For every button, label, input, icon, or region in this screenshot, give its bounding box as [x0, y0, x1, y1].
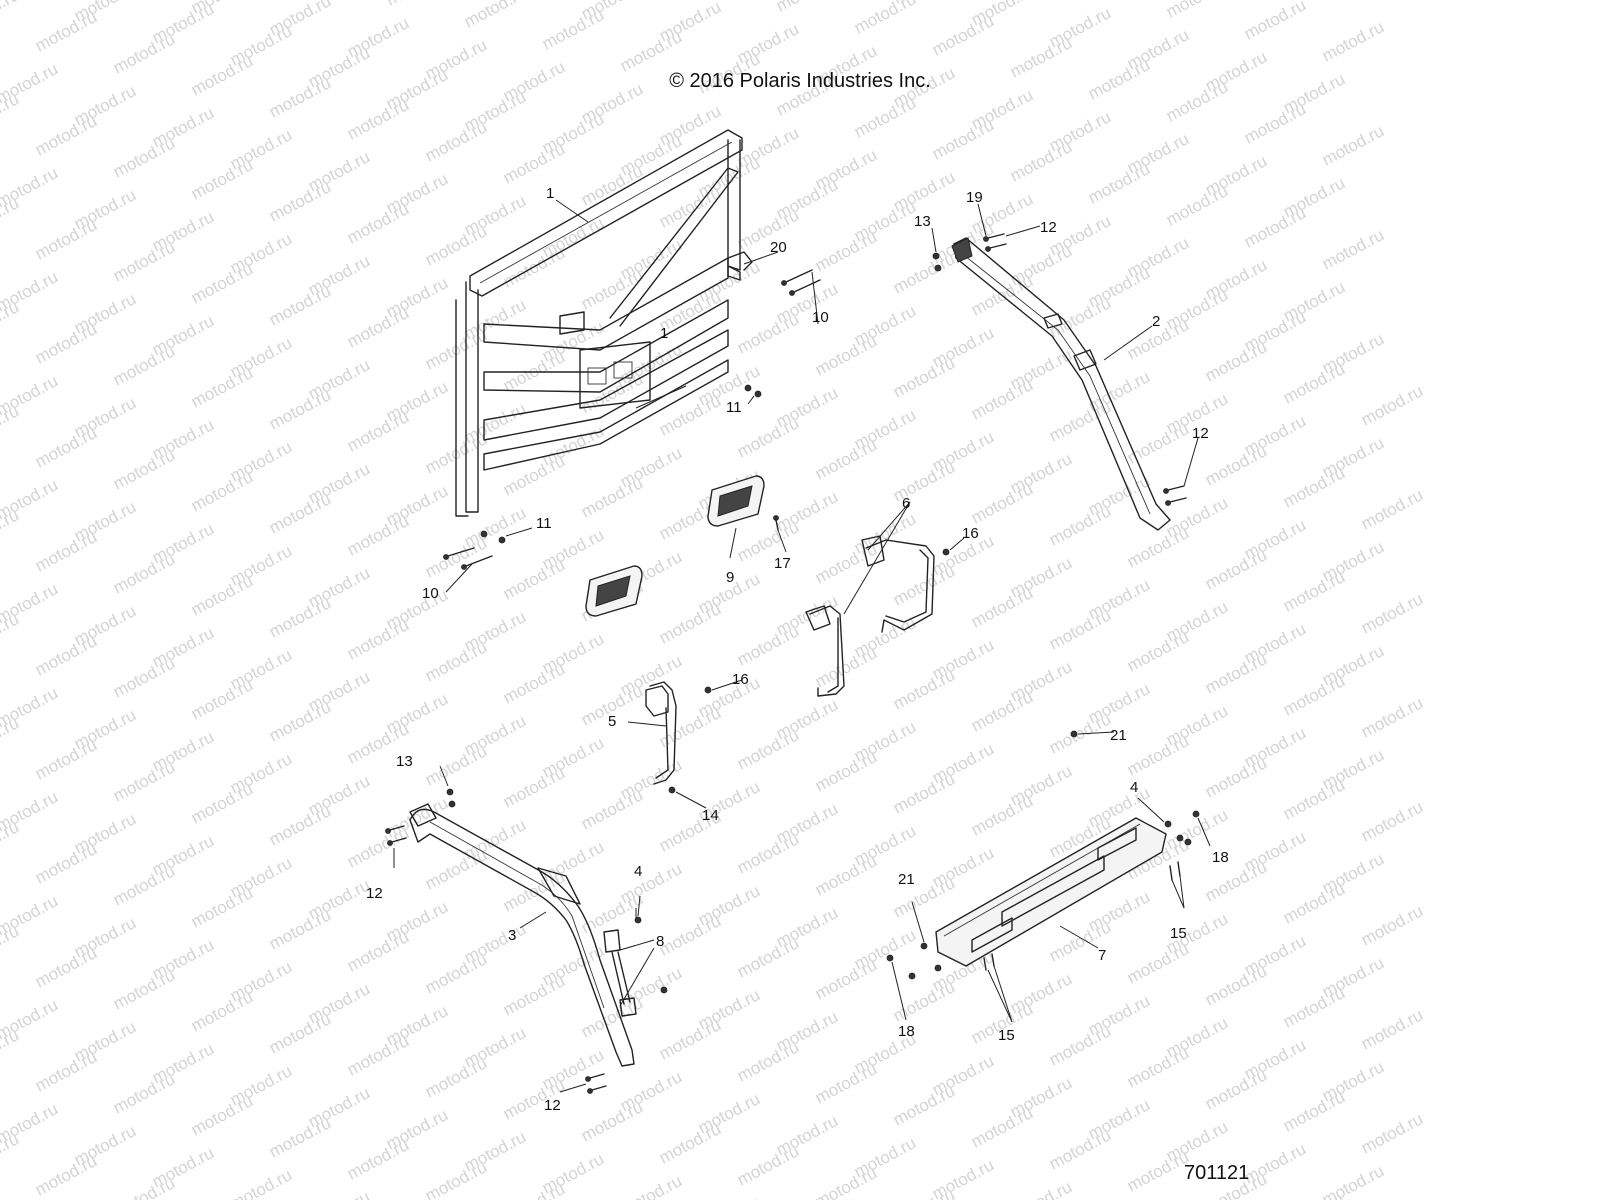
callout-14: 14: [702, 807, 719, 824]
left-roll-bar: [409, 803, 635, 1067]
callout-18: 18: [1212, 849, 1229, 866]
callout-9: 9: [726, 569, 734, 586]
callout-7: 7: [1098, 947, 1106, 964]
leader-lines: [393, 199, 1211, 1093]
tail-lights: [585, 475, 765, 617]
callout-16: 16: [732, 671, 749, 688]
callout-19: 19: [966, 189, 983, 206]
callout-11: 11: [536, 515, 552, 532]
callout-13: 13: [396, 753, 413, 770]
callout-15: 15: [1170, 925, 1187, 942]
strap: [603, 929, 637, 1017]
drawing-id: 701121: [1184, 1162, 1250, 1184]
callout-12: 12: [1040, 219, 1057, 236]
callout-20: 20: [770, 239, 787, 256]
callout-21: 21: [898, 871, 915, 888]
copyright-text: © 2016 Polaris Industries Inc.: [669, 70, 931, 92]
callout-3: 3: [508, 927, 516, 944]
grab-handle-large: [805, 535, 935, 697]
rear-cab-frame: [455, 129, 753, 517]
callout-13: 13: [914, 213, 931, 230]
callout-11: 11: [726, 399, 742, 416]
callout-16: 16: [962, 525, 979, 542]
callout-4: 4: [634, 863, 642, 880]
callout-2: 2: [1152, 313, 1160, 330]
callout-8: 8: [656, 933, 664, 950]
callout-5: 5: [608, 713, 616, 730]
hardware: [385, 233, 1200, 1094]
callout-1: 1: [660, 325, 668, 342]
callout-15: 15: [998, 1027, 1015, 1044]
callout-18: 18: [898, 1023, 915, 1040]
grab-handle-small: [645, 681, 677, 785]
callout-1: 1: [546, 185, 554, 202]
right-roll-bar: [951, 237, 1171, 531]
callout-17: 17: [774, 555, 791, 572]
callout-21: 21: [1110, 727, 1127, 744]
callout-12: 12: [1192, 425, 1209, 442]
callout-10: 10: [812, 309, 829, 326]
callouts: 1 1 2 3 4 4 5 6 7 8 9 10 10 11 11 12 12 …: [366, 185, 1229, 1114]
callout-12: 12: [366, 885, 383, 902]
callout-4: 4: [1130, 779, 1138, 796]
cargo-panel: [935, 817, 1167, 967]
callout-6: 6: [902, 495, 910, 512]
callout-12: 12: [544, 1097, 561, 1114]
callout-10: 10: [422, 585, 439, 602]
